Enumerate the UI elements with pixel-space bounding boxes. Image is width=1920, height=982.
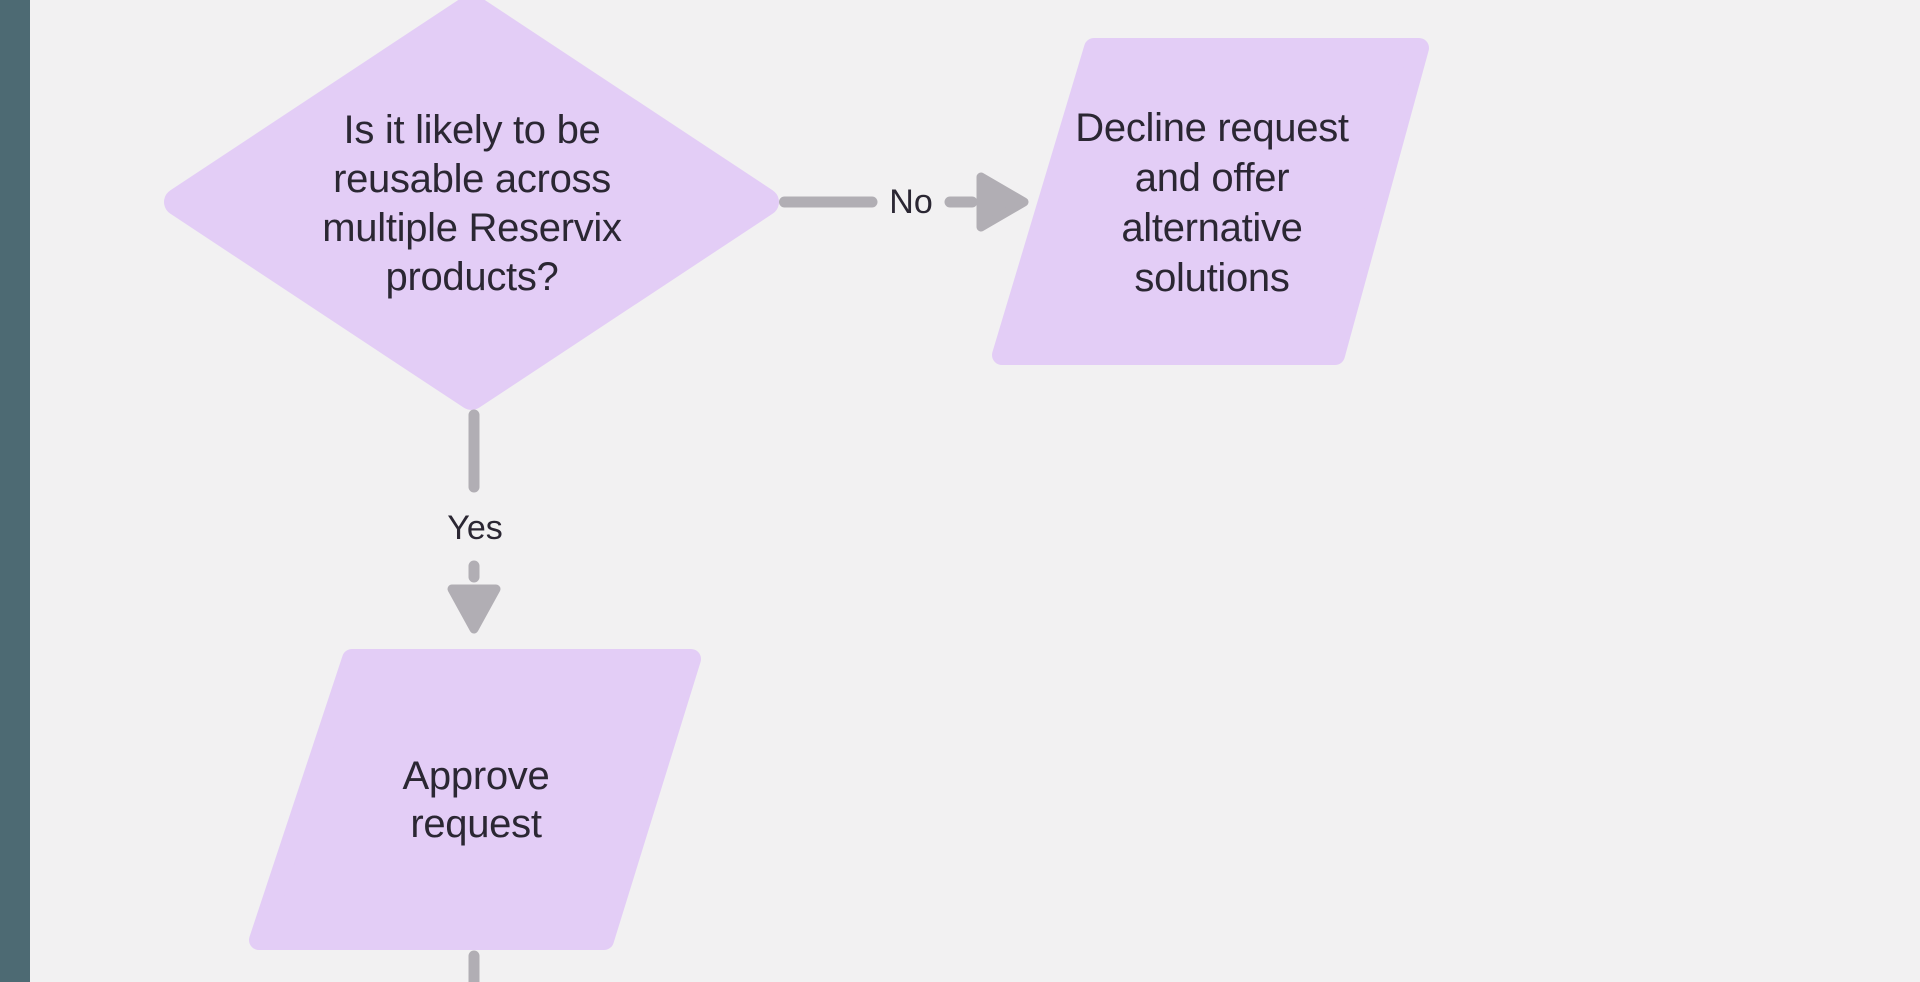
decline-parallelogram-shape[interactable] xyxy=(992,38,1429,365)
left-panel-edge xyxy=(0,0,30,982)
approve-parallelogram-shape[interactable] xyxy=(249,649,701,950)
yes-arrowhead-icon xyxy=(447,584,501,634)
decision-node-text[interactable]: Is it likely to be reusable across multi… xyxy=(322,108,622,299)
approve-node-text[interactable]: Approve request xyxy=(402,754,550,846)
decline-node-text[interactable]: Decline request and offer alternative so… xyxy=(1075,106,1349,300)
no-arrowhead-icon xyxy=(976,172,1029,232)
yes-edge-label[interactable]: Yes xyxy=(447,509,503,547)
no-edge-label[interactable]: No xyxy=(889,183,933,221)
decision-diamond-shape[interactable] xyxy=(164,0,779,410)
